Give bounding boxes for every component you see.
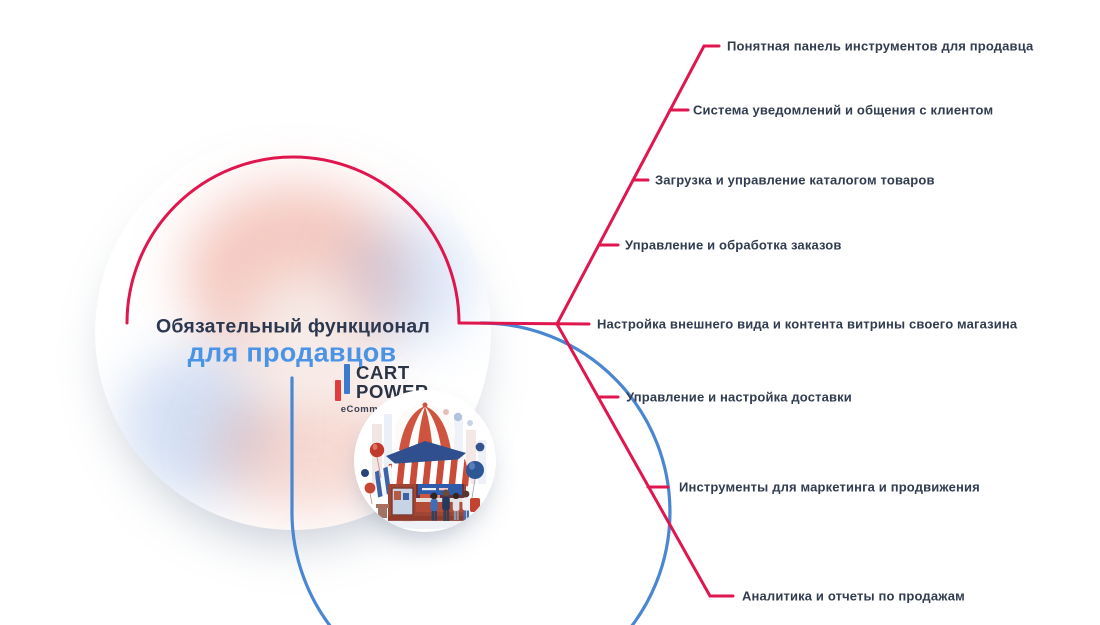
branch-label: Инструменты для маркетинга и продвижения	[679, 479, 980, 495]
background-blur-blob	[121, 349, 271, 499]
branch-label: Понятная панель инструментов для продавц…	[727, 38, 1034, 54]
branch-label: Управление и настройка доставки	[626, 389, 852, 405]
branch-label: Загрузка и управление каталогом товаров	[655, 172, 935, 188]
lower-trunk-line	[555, 322, 735, 598]
branch-label: Аналитика и отчеты по продажам	[742, 588, 965, 604]
branch-label: Управление и обработка заказов	[625, 237, 842, 253]
center-subtitle: для продавцов	[187, 337, 397, 368]
logo-red-bar	[335, 380, 341, 401]
center-title: Обязательный функционал	[156, 315, 430, 338]
branch-label: Система уведомлений и общения с клиентом	[693, 102, 994, 118]
logo-bars-icon	[334, 363, 351, 402]
marketplace-storefront-illustration	[354, 390, 496, 532]
branch-label: Настройка внешнего вида и контента витри…	[597, 316, 1018, 332]
logo-blue-bar	[344, 364, 350, 394]
storefront-icon	[361, 402, 486, 529]
